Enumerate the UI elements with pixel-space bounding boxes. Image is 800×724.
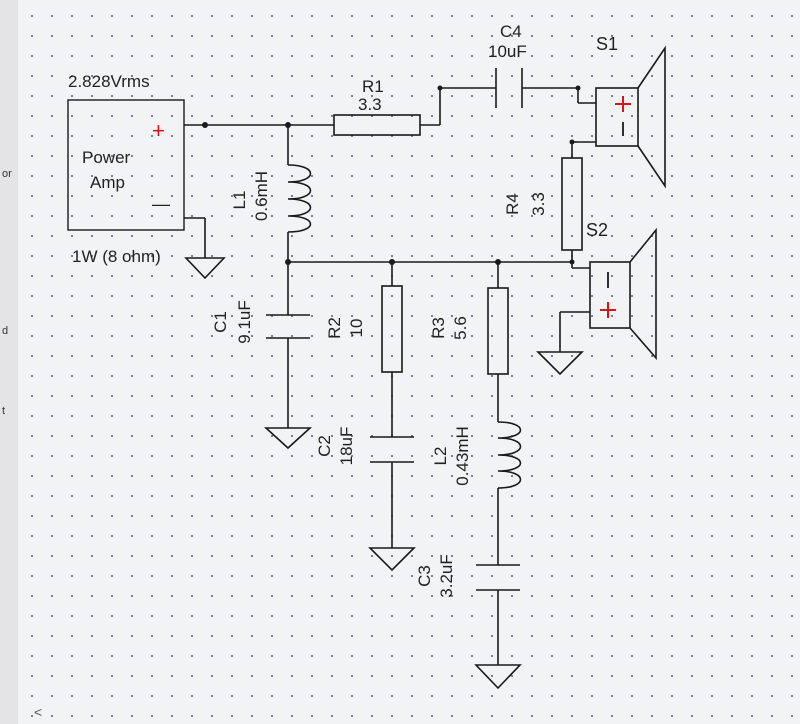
source-name-line2: Amp	[90, 173, 125, 192]
sidebar-fragment: d	[2, 325, 9, 337]
c1-ref: C1	[211, 311, 230, 333]
source-plus-terminal: +	[152, 118, 165, 143]
r1-ref: R1	[362, 77, 384, 96]
ground-icon	[184, 257, 226, 280]
r2-value: 10	[347, 319, 366, 338]
l2-value: 0.43mH	[453, 426, 472, 486]
power-amp-source[interactable]: 2.828Vrms Power Amp + — 1W (8 ohm)	[67, 72, 185, 266]
source-rating-label: 1W (8 ohm)	[72, 247, 161, 266]
l1-ref: L1	[230, 191, 249, 210]
s2-ref: S2	[586, 220, 608, 240]
r1-value: 3.3	[358, 95, 382, 114]
scroll-left-arrow[interactable]: <	[34, 704, 43, 720]
speaker-s2[interactable]: S2	[586, 220, 657, 361]
c1-value: 9.1uF	[235, 300, 254, 343]
ground-icon	[536, 351, 584, 376]
source-minus-terminal: —	[152, 194, 170, 214]
c3-ref: C3	[415, 565, 434, 587]
capacitor-c2[interactable]: C2 18uF	[315, 427, 414, 466]
l1-value: 0.6mH	[252, 171, 271, 221]
r4-value: 3.3	[529, 192, 548, 216]
capacitor-c1[interactable]: C1 9.1uF	[211, 300, 310, 344]
r3-ref: R3	[429, 317, 448, 339]
r2-ref: R2	[325, 317, 344, 339]
l2-ref: L2	[431, 447, 450, 466]
r4-ref: R4	[503, 193, 522, 215]
junction-dots	[202, 85, 581, 265]
resistor-r4[interactable]: R4 3.3	[503, 157, 583, 251]
resistor-r3[interactable]: R3 5.6	[429, 287, 509, 375]
capacitor-c4[interactable]: C4 10uF	[488, 22, 527, 108]
c3-value: 3.2uF	[437, 554, 456, 597]
source-voltage-label: 2.828Vrms	[68, 72, 150, 91]
inductor-l2[interactable]: L2 0.43mH	[431, 421, 522, 489]
r3-value: 5.6	[451, 316, 470, 340]
resistor-r2[interactable]: R2 10	[325, 285, 403, 373]
speaker-s1[interactable]: S1	[595, 34, 666, 189]
ground-icon	[368, 547, 416, 572]
ground-icon	[263, 427, 313, 450]
c2-ref: C2	[315, 435, 334, 457]
sidebar-fragment: t	[2, 405, 6, 417]
c2-value: 18uF	[337, 427, 356, 466]
c4-ref: C4	[500, 22, 522, 41]
wires	[184, 87, 596, 665]
c4-value: 10uF	[488, 42, 527, 61]
source-name-line1: Power	[82, 148, 131, 167]
s1-ref: S1	[596, 34, 618, 54]
ground-icon	[474, 664, 522, 690]
inductor-l1[interactable]: L1 0.6mH	[230, 164, 312, 233]
sidebar-fragment: or	[2, 168, 12, 180]
schematic-canvas[interactable]	[18, 0, 800, 724]
capacitor-c3[interactable]: C3 3.2uF	[415, 554, 520, 598]
resistor-r1[interactable]: R1 3.3	[333, 77, 421, 136]
